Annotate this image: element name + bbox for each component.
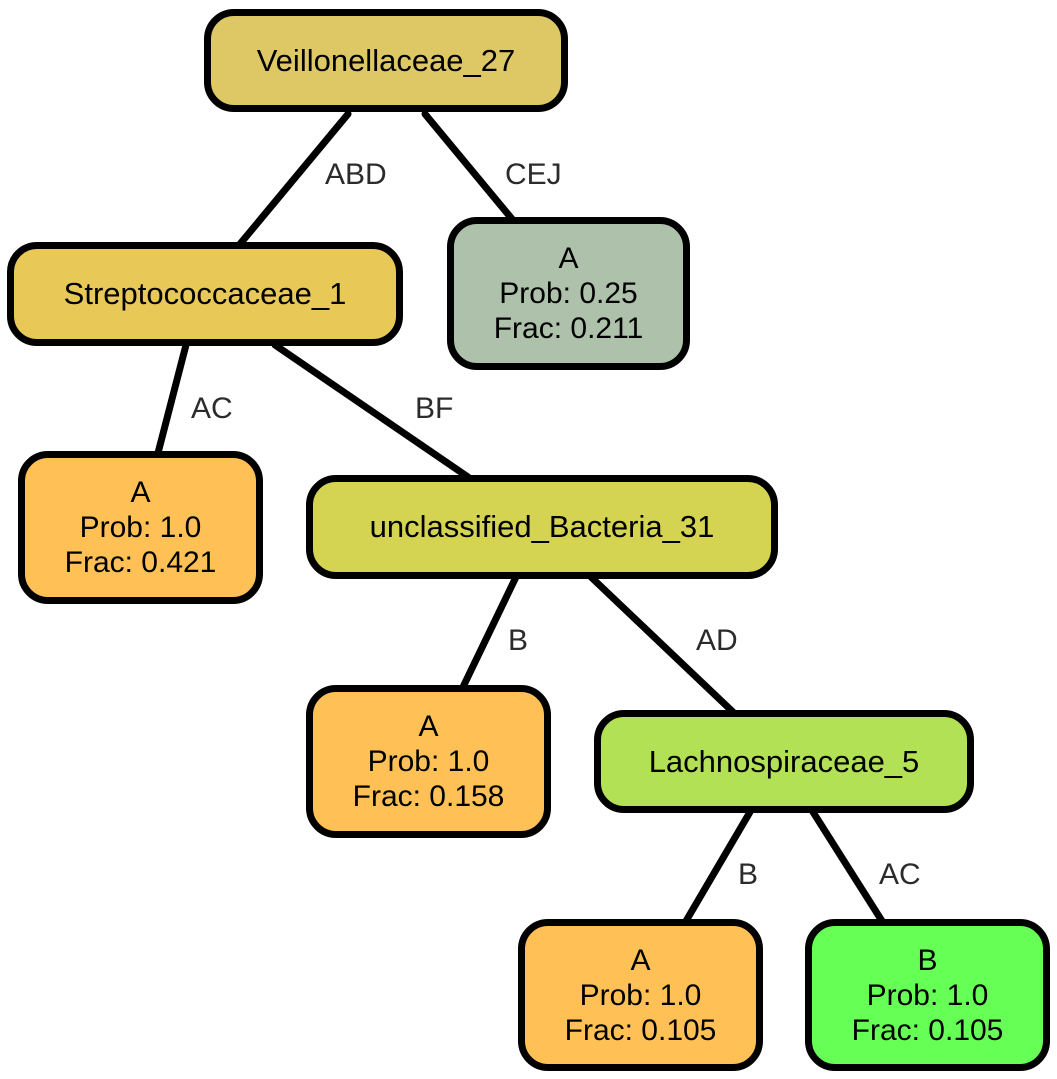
node-streptococcaceae: Streptococcaceae_1: [7, 242, 403, 346]
leaf-class: A: [130, 476, 151, 509]
edge-label-bf: BF: [415, 392, 454, 425]
node-name: Streptococcaceae_1: [63, 276, 347, 311]
leaf-prob: Prob: 1.0: [866, 978, 989, 1012]
node-name: Lachnospiraceae_5: [648, 743, 920, 779]
edge-label-b1: B: [508, 624, 529, 657]
node-veillonellaceae: Veillonellaceae_27: [204, 9, 568, 112]
leaf-node-b-1: A Prob: 1.0 Frac: 0.158: [306, 685, 551, 838]
leaf-class: A: [418, 710, 439, 743]
leaf-frac: Frac: 0.158: [352, 780, 505, 813]
node-lachnospiraceae: Lachnospiraceae_5: [594, 710, 974, 813]
leaf-prob: Prob: 1.0: [79, 511, 202, 544]
edge-label-b2: B: [738, 858, 759, 891]
leaf-node-ac-2: B Prob: 1.0 Frac: 0.105: [805, 919, 1050, 1071]
leaf-node-b-2: A Prob: 1.0 Frac: 0.105: [518, 919, 763, 1071]
edge-line-b2: [682, 808, 754, 925]
edge-label-ac2: AC: [879, 858, 921, 891]
edge-line-ad: [587, 573, 737, 716]
leaf-prob: Prob: 1.0: [367, 745, 490, 778]
leaf-prob: Prob: 1.0: [579, 978, 702, 1012]
edge-line-abd: [236, 110, 352, 248]
leaf-node-cej: A Prob: 0.25 Frac: 0.211: [447, 217, 690, 370]
leaf-frac: Frac: 0.105: [564, 1013, 717, 1047]
leaf-prob: Prob: 0.25: [499, 277, 638, 310]
node-unclassified-bacteria: unclassified_Bacteria_31: [306, 475, 778, 579]
edge-line-ac2: [809, 808, 886, 925]
edge-label-cej: CEJ: [505, 158, 562, 191]
leaf-class: B: [917, 943, 938, 977]
edge-line-cej: [421, 110, 516, 223]
leaf-frac: Frac: 0.211: [493, 312, 644, 345]
edge-line-b1: [459, 573, 520, 691]
edge-label-ac1: AC: [191, 392, 233, 425]
leaf-node-ac-1: A Prob: 1.0 Frac: 0.421: [18, 451, 263, 604]
leaf-frac: Frac: 0.105: [851, 1013, 1004, 1047]
node-name: unclassified_Bacteria_31: [369, 509, 715, 544]
edge-line-ac1: [154, 341, 190, 457]
leaf-class: A: [630, 943, 651, 977]
edge-label-ad: AD: [696, 624, 738, 657]
leaf-frac: Frac: 0.421: [64, 546, 217, 579]
leaf-class: A: [558, 242, 579, 275]
edge-line-bf: [271, 341, 472, 481]
edge-label-abd: ABD: [325, 158, 387, 191]
node-name: Veillonellaceae_27: [256, 42, 516, 78]
